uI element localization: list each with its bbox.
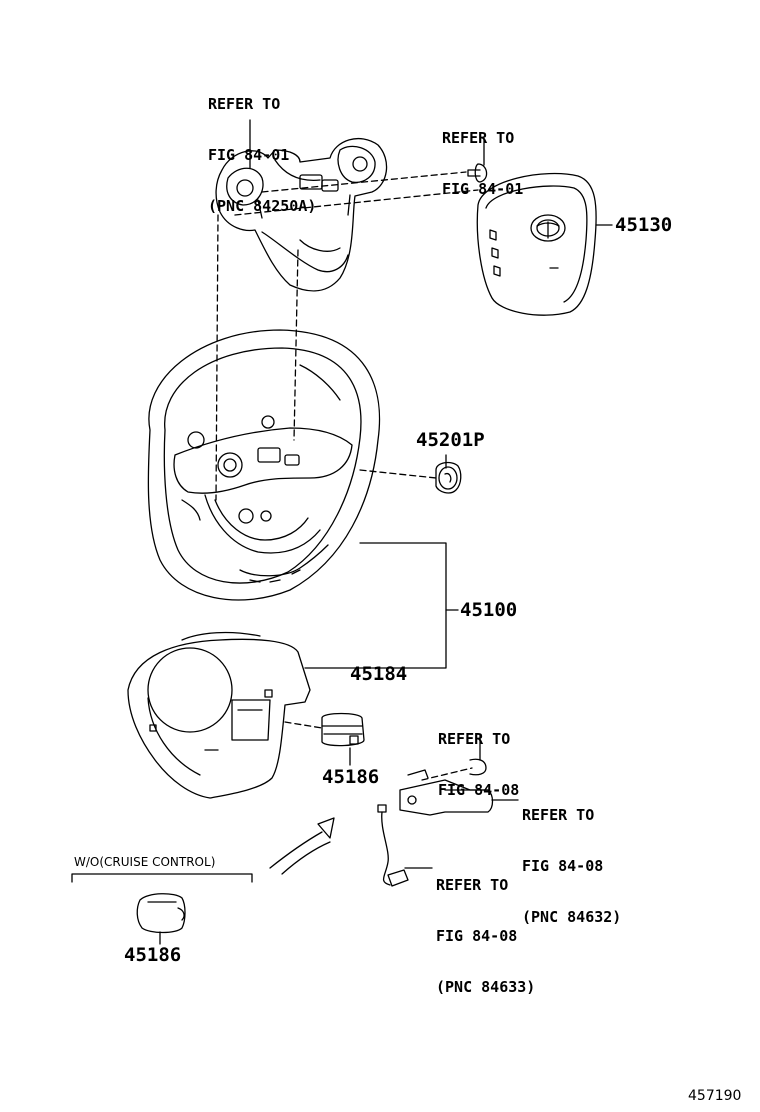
callout-refer-84632: REFER TO FIG 84-08 (PNC 84632) xyxy=(522,773,621,943)
wire-harness-drawing xyxy=(377,804,409,887)
airbag-horn-pad-drawing xyxy=(476,172,597,316)
hub-nut-drawing xyxy=(435,461,462,494)
part-number-45186-main: 45186 xyxy=(322,766,380,788)
callout-line: REFER TO xyxy=(436,876,509,894)
callout-line: REFER TO xyxy=(438,730,511,748)
steering-wheel-drawing xyxy=(147,329,381,601)
cruise-switch-blank-drawing xyxy=(136,893,186,934)
variant-bracket-line xyxy=(71,873,253,883)
leader-lines xyxy=(159,119,613,945)
steering-switch-bracket-drawing xyxy=(215,137,388,292)
callout-line: FIG 84-01 xyxy=(442,180,524,198)
callout-line: REFER TO xyxy=(442,129,515,147)
callout-line: (PNC 84633) xyxy=(436,978,536,996)
cruise-switch-drawing xyxy=(321,712,365,747)
callout-refer-84-08-bolt: REFER TO FIG 84-08 xyxy=(438,697,519,816)
part-number-45100: 45100 xyxy=(460,599,518,621)
assembly-dashed-lines xyxy=(215,171,479,781)
callout-line: FIG 84-08 xyxy=(436,927,518,945)
combination-switch-drawing xyxy=(399,758,494,816)
callout-refer-84633: REFER TO FIG 84-08 (PNC 84633) xyxy=(436,843,535,1013)
variant-arrow xyxy=(269,817,335,875)
part-number-45201p: 45201P xyxy=(416,429,485,451)
callout-refer-84250a: REFER TO FIG 84-01 (PNC 84250A) xyxy=(208,62,316,232)
part-number-45184: 45184 xyxy=(350,663,408,685)
callout-line: (PNC 84250A) xyxy=(208,197,317,215)
bracket-bolt-drawing xyxy=(467,163,488,183)
callout-line: REFER TO xyxy=(208,95,281,113)
lower-cover-drawing xyxy=(127,631,311,799)
callout-line: FIG 84-08 xyxy=(522,857,604,875)
variant-note: W/O(CRUISE CONTROL) xyxy=(74,855,216,869)
part-number-45186-alt: 45186 xyxy=(124,944,182,966)
callout-line: (PNC 84632) xyxy=(522,908,622,926)
callout-line: REFER TO xyxy=(522,806,595,824)
figure-code: 457190 xyxy=(688,1088,742,1104)
callout-line: FIG 84-08 xyxy=(438,781,520,799)
callout-line: FIG 84-01 xyxy=(208,146,290,164)
part-number-45130: 45130 xyxy=(615,214,673,236)
callout-refer-84-01: REFER TO FIG 84-01 xyxy=(442,96,523,215)
